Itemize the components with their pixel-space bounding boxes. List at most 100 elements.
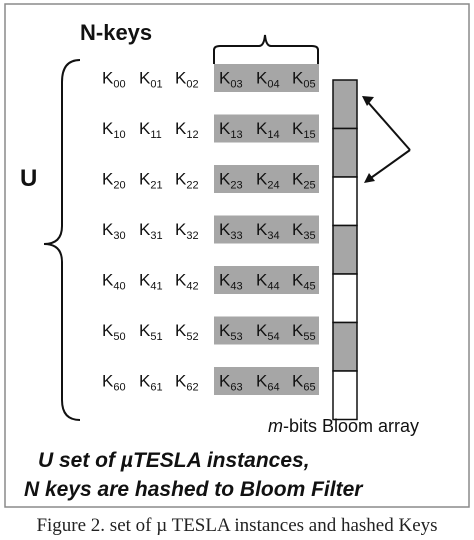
key-label: K42	[175, 271, 199, 293]
key-subscript: 41	[150, 281, 162, 293]
key-label: K20	[102, 170, 126, 192]
hashed-key-label: K65	[292, 372, 316, 394]
key-letter: K	[292, 321, 304, 340]
key-letter: K	[139, 372, 151, 391]
key-subscript: 40	[113, 281, 125, 293]
key-letter: K	[175, 220, 187, 239]
gray-key-block	[214, 215, 319, 244]
key-subscript: 61	[150, 382, 162, 394]
key-letter: K	[219, 220, 231, 239]
bloom-cell-set	[332, 224, 358, 275]
key-label: K21	[139, 170, 163, 192]
gray-key-block	[214, 165, 319, 193]
key-letter: K	[292, 220, 304, 239]
arrow-head-lower	[364, 173, 375, 183]
hashed-key-label: K05	[292, 69, 316, 91]
arrow-shaft-upper	[365, 99, 411, 151]
key-subscript: 64	[267, 382, 279, 394]
arrow-shaft-lower	[367, 149, 411, 181]
hashed-key-label: K34	[256, 220, 280, 242]
key-letter: K	[139, 119, 151, 138]
arrow-icon	[362, 96, 411, 183]
bloom-label-m: m	[268, 416, 283, 436]
hashed-key-label: K03	[219, 69, 243, 91]
key-label: K01	[139, 69, 163, 91]
key-subscript: 23	[230, 180, 242, 192]
hashed-key-label: K14	[256, 119, 280, 141]
top-brace	[213, 34, 319, 64]
key-subscript: 43	[230, 281, 242, 293]
key-letter: K	[219, 119, 231, 138]
hashed-key-label: K45	[292, 271, 316, 293]
key-letter: K	[292, 170, 304, 189]
key-letter: K	[102, 321, 114, 340]
key-letter: K	[256, 321, 268, 340]
key-subscript: 25	[303, 180, 315, 192]
bloom-label-rest: -bits Bloom array	[283, 416, 419, 436]
key-letter: K	[175, 69, 187, 88]
key-subscript: 45	[303, 281, 315, 293]
key-letter: K	[256, 119, 268, 138]
key-subscript: 01	[150, 79, 162, 91]
key-subscript: 20	[113, 180, 125, 192]
key-subscript: 33	[230, 230, 242, 242]
key-subscript: 30	[113, 230, 125, 242]
hashed-key-label: K44	[256, 271, 280, 293]
key-letter: K	[175, 119, 187, 138]
key-letter: K	[256, 271, 268, 290]
key-subscript: 32	[186, 230, 198, 242]
hashed-key-label: K53	[219, 321, 243, 343]
key-subscript: 51	[150, 331, 162, 343]
key-subscript: 22	[186, 180, 198, 192]
key-letter: K	[139, 220, 151, 239]
key-subscript: 15	[303, 129, 315, 141]
key-label: K62	[175, 372, 199, 394]
key-letter: K	[292, 271, 304, 290]
key-letter: K	[292, 69, 304, 88]
key-subscript: 02	[186, 79, 198, 91]
key-subscript: 21	[150, 180, 162, 192]
key-subscript: 44	[267, 281, 279, 293]
gray-key-block	[214, 266, 319, 294]
key-letter: K	[102, 69, 114, 88]
key-letter: K	[102, 170, 114, 189]
key-subscript: 11	[150, 129, 161, 141]
hashed-key-label: K24	[256, 170, 280, 192]
key-letter: K	[139, 170, 151, 189]
key-label: K00	[102, 69, 126, 91]
key-letter: K	[102, 119, 114, 138]
key-subscript: 60	[113, 382, 125, 394]
bloom-array	[332, 79, 358, 421]
key-label: K30	[102, 220, 126, 242]
key-letter: K	[256, 69, 268, 88]
hashed-key-label: K64	[256, 372, 280, 394]
n-keys-label: N-keys	[80, 20, 152, 45]
bloom-cell-set	[332, 321, 358, 372]
key-letter: K	[292, 119, 304, 138]
key-label: K52	[175, 321, 199, 343]
bloom-cell-set	[332, 79, 358, 130]
key-label: K31	[139, 220, 163, 242]
key-subscript: 63	[230, 382, 242, 394]
key-subscript: 24	[267, 180, 279, 192]
key-letter: K	[175, 271, 187, 290]
key-label: K22	[175, 170, 199, 192]
key-letter: K	[256, 372, 268, 391]
key-subscript: 31	[150, 230, 162, 242]
gray-key-block	[214, 316, 319, 345]
hashed-key-label: K43	[219, 271, 243, 293]
key-label: K50	[102, 321, 126, 343]
bloom-array-label: m-bits Bloom array	[268, 416, 419, 436]
key-letter: K	[219, 271, 231, 290]
hashed-key-label: K35	[292, 220, 316, 242]
key-letter: K	[175, 170, 187, 189]
key-subscript: 54	[267, 331, 279, 343]
key-subscript: 14	[267, 129, 279, 141]
hashed-key-label: K63	[219, 372, 243, 394]
key-letter: K	[292, 372, 304, 391]
arrow-head-upper	[362, 96, 374, 106]
hashed-key-label: K13	[219, 119, 243, 141]
bloom-cell-empty	[332, 176, 358, 227]
